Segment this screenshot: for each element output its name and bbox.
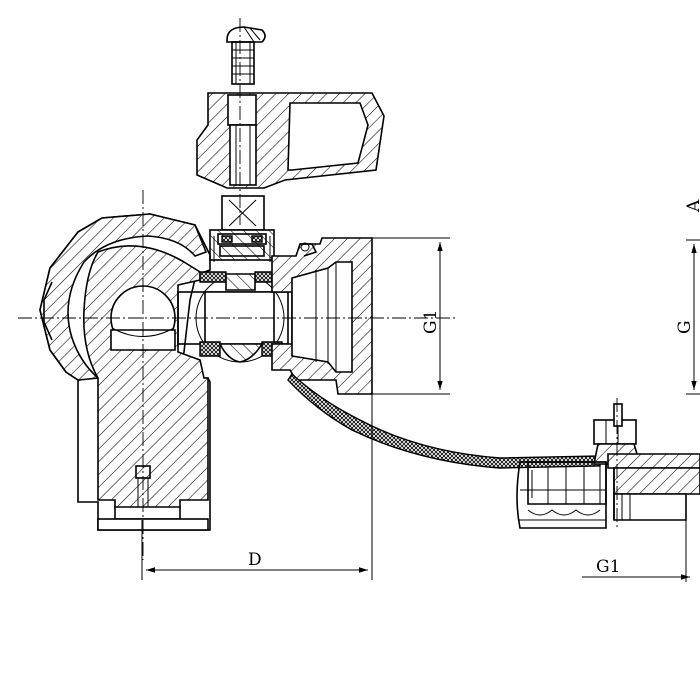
cap [516,403,700,529]
dimension-a-label: A [684,199,700,213]
dimension-d-label: D [248,550,262,570]
dimension-g1-label: G1 [421,310,441,334]
dimension-g1-cap: G1 [582,520,690,582]
elbow-body [39,213,211,531]
dimension-g1: G1 [372,237,450,395]
dimension-g1-cap-label: G1 [596,557,620,577]
dimension-d: D [141,394,373,580]
threaded-socket [271,237,373,395]
center-lines [18,18,618,560]
dimension-g-label: G [675,320,695,334]
handle [196,92,385,189]
chain [287,372,601,469]
dimension-g: G A [675,199,700,395]
stem [209,195,275,262]
screw [226,26,266,85]
